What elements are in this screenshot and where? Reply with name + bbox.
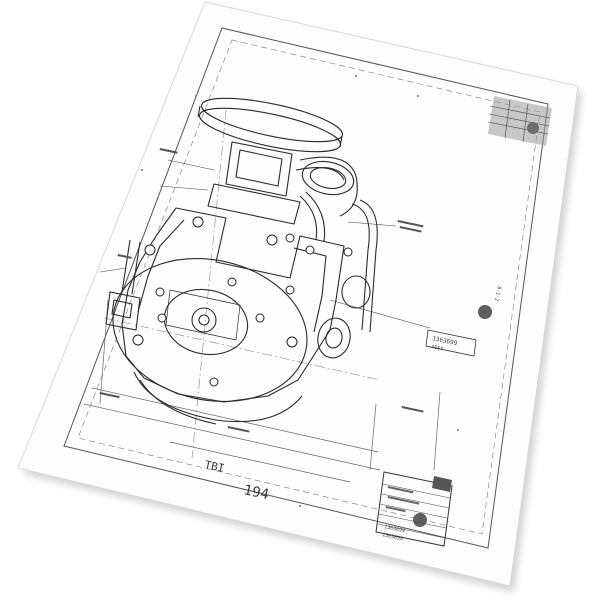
punch-hole-top xyxy=(527,122,539,134)
punch-hole-middle xyxy=(478,305,492,319)
revision-block xyxy=(487,96,552,146)
dimension-lines xyxy=(83,299,441,483)
bell-housing xyxy=(112,258,308,402)
air-cleaner xyxy=(197,97,344,153)
alternator xyxy=(317,275,371,359)
paper-sheet xyxy=(17,1,579,587)
center-line-vertical xyxy=(191,109,227,459)
carburetor xyxy=(207,141,358,225)
scan-noise xyxy=(141,75,459,507)
coolant-hoses xyxy=(299,191,378,333)
sheet-number: 194 xyxy=(242,482,270,503)
engine-drawing xyxy=(105,97,378,425)
title-block xyxy=(375,471,453,547)
exhaust-manifold-left xyxy=(105,239,141,331)
faint-sheet-label: TBI xyxy=(203,458,225,475)
drawing-border xyxy=(63,27,549,549)
bolt-markers xyxy=(132,216,353,387)
punch-hole-bottom xyxy=(413,513,427,527)
part-callout-sub: ASSY xyxy=(431,344,444,352)
side-mark: 8-1-2 xyxy=(493,286,502,302)
title-block-number-1: 1363699 xyxy=(384,524,406,534)
annotation-marks xyxy=(99,147,424,433)
center-line-horizontal xyxy=(103,317,381,381)
oil-pan xyxy=(133,371,303,425)
leader-lines xyxy=(99,159,431,329)
inner-border xyxy=(77,39,541,535)
title-block-number-2: 1363699 xyxy=(382,532,404,542)
